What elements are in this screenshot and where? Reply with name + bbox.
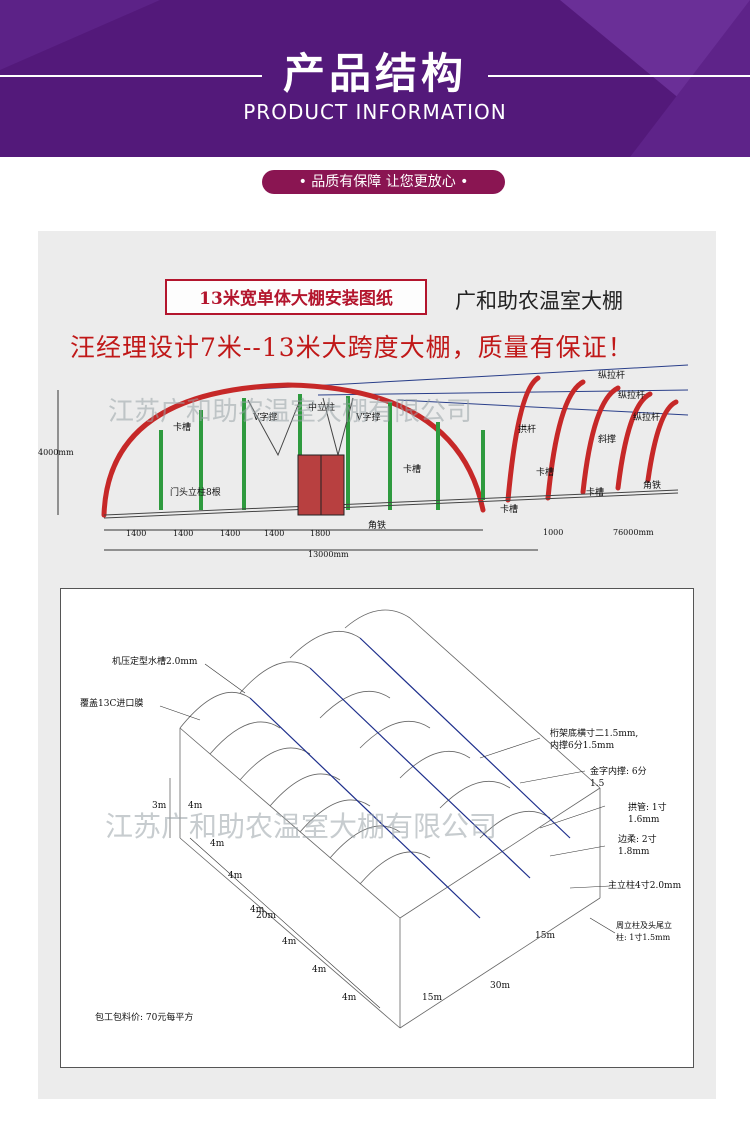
label-span-a: 15m [422,993,442,1003]
banner-decor-right-lower [630,0,750,157]
banner-decor-left [0,0,160,70]
label-length: 76000mm [613,528,654,537]
label-jiao-tie-1: 角铁 [643,479,661,491]
header-banner [0,0,750,157]
label-arch-pipe: 拱管: 1寸 [628,801,667,813]
title-rule-right [488,75,750,77]
label-connector2: 1.8mm [618,847,650,857]
company-name: 广和助农温室大棚 [455,289,623,313]
label-ka-cao-1: 卡槽 [173,421,191,433]
drawing-title-box: 13米宽单体大棚安装图纸 [165,279,427,315]
label-span-1: 1400 [126,529,146,538]
label-zong-la-gan-2: 纵拉杆 [618,389,645,401]
label-v-zi-cheng-1: V字撑 [252,411,278,423]
label-zhong-li-zhu: 中立柱 [308,401,335,413]
label-inner-brace2: 1.5 [590,779,605,789]
label-bay-6: 4m [312,965,327,975]
label-span-5: 1800 [310,529,330,538]
design-slogan: 汪经理设计7米--13米大跨度大棚，质量有保证！ [70,333,634,362]
label-span-4: 1400 [264,529,284,538]
label-film: 覆盖13C进口膜 [80,697,143,709]
watermark-1: 江苏广和助农温室大棚有限公司 [108,397,472,427]
label-bay-4: 4m [250,905,265,915]
label-truss: 桁架底横寸二1.5mm, [550,727,638,739]
label-truss2: 内撑6分1.5mm [550,739,615,751]
title-rule-left [0,75,262,77]
page-title: 产品结构 [282,49,467,98]
tagline-badge: • 品质有保障 让您更放心 • [262,170,505,194]
watermark-2: 江苏广和助农温室大棚有限公司 [105,810,497,843]
label-total-len: 20m [256,911,276,921]
label-ka-cao-3: 卡槽 [536,466,554,478]
label-ka-cao-4: 卡槽 [586,486,604,498]
label-bay-3: 4m [228,871,243,881]
greenhouse-elevation-drawing: 纵拉杆 纵拉杆 纵拉杆 中立柱 V字撑 V字撑 卡槽 卡槽 卡槽 卡槽 卡槽 拱… [38,364,689,559]
label-bay-1: 4m [188,801,203,811]
label-span-3: 1400 [220,529,240,538]
label-bay-2: 4m [210,839,225,849]
label-water-channel: 机压定型水槽2.0mm [112,655,198,667]
label-inner-brace: 金字内撑: 6分 [590,765,647,777]
label-span-2: 1400 [173,529,193,538]
label-v-zi-cheng-2: V字撑 [355,411,381,423]
label-jiao-tie-2: 角铁 [368,519,386,531]
label-end-column2: 柱: 1寸1.5mm [616,932,671,942]
label-bay-7: 4m [342,993,357,1003]
label-height-3m: 3m [152,801,167,811]
label-bay-5: 4m [282,937,297,947]
label-xie-cheng: 斜撑 [598,433,616,445]
label-end: 1000 [543,528,563,537]
multispan-greenhouse-drawing: 机压定型水槽2.0mm 覆盖13C进口膜 3m 桁架底横寸二1.5mm, 内撑6… [60,588,694,1068]
label-height: 4000mm [38,448,74,457]
label-ka-cao-2: 卡槽 [403,463,421,475]
label-connector: 边柔: 2寸 [618,833,657,845]
label-zong-la-gan-1: 纵拉杆 [598,369,625,381]
label-end-column: 周立柱及头尾立 [616,920,672,930]
label-width-total: 13000mm [308,550,349,559]
label-price: 包工包料价: 70元每平方 [95,1011,193,1023]
label-span-b: 15m [535,931,555,941]
page-subtitle: PRODUCT INFORMATION [243,100,507,124]
label-ka-cao-5: 卡槽 [500,503,518,515]
label-zong-la-gan-3: 纵拉杆 [633,411,660,423]
label-men-tou-li-zhu: 门头立柱8根 [170,486,221,498]
label-gong-gan: 拱杆 [518,423,536,435]
label-main-column: 主立柱4寸2.0mm [608,879,682,891]
label-total-width: 30m [490,981,510,991]
label-arch-pipe2: 1.6mm [628,815,660,825]
